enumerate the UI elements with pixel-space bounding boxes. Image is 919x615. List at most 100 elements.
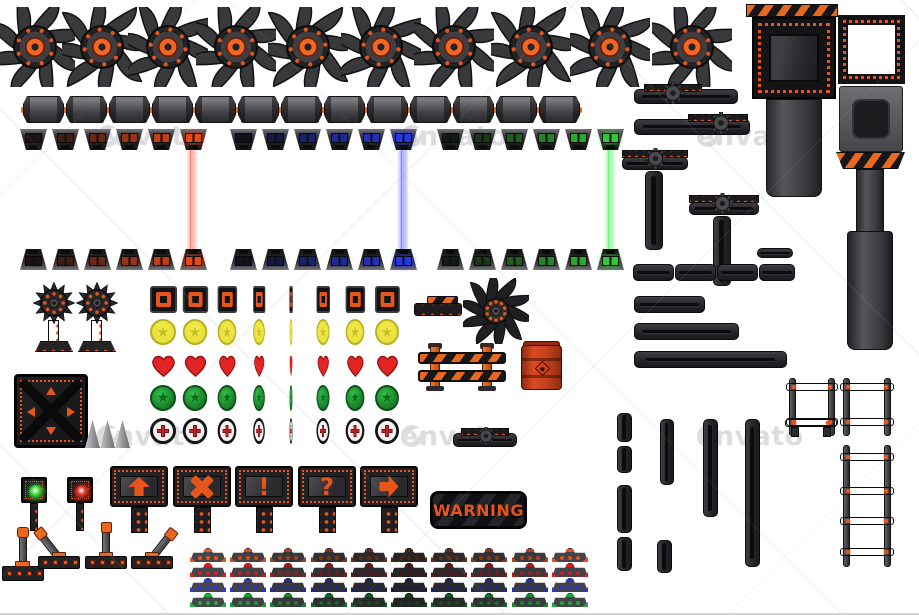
spike-strip-cap bbox=[204, 564, 212, 567]
beam-slot bbox=[651, 176, 656, 245]
spike-strip-dot bbox=[439, 556, 443, 560]
emitter-lip bbox=[239, 250, 248, 254]
spike-strip-cap bbox=[485, 549, 493, 552]
roller-body bbox=[152, 96, 193, 123]
laser-beam-core bbox=[402, 150, 405, 249]
t-beam-2-gear bbox=[712, 193, 733, 214]
ladder-tall bbox=[840, 445, 894, 567]
spike-strip-orange-frame-10 bbox=[552, 548, 588, 562]
roller-cap-left bbox=[540, 97, 546, 122]
spike-strip-cap bbox=[566, 594, 574, 597]
roller-cap-right bbox=[530, 97, 536, 122]
emitter-lip bbox=[93, 145, 102, 149]
black-saw-wheel bbox=[463, 278, 529, 344]
spike-strip-orange-frame-2 bbox=[230, 548, 266, 562]
emitter-lip bbox=[542, 145, 551, 149]
red-signal-post bbox=[76, 503, 84, 531]
spike-strip-dot bbox=[278, 601, 282, 605]
barricade bbox=[418, 343, 510, 391]
spike-strip-orange-frame-6 bbox=[391, 548, 427, 562]
laser-emitter-orange-frame-1 bbox=[20, 129, 47, 150]
spike-strip-dot bbox=[327, 556, 331, 560]
spike-strip-blue-frame-1 bbox=[190, 578, 226, 592]
spike-strip-red-frame-9 bbox=[512, 563, 548, 577]
star-orb: ★ bbox=[346, 385, 365, 411]
star-glyph: ★ bbox=[290, 391, 292, 405]
laser-beam-core bbox=[191, 150, 194, 249]
sign-board-cross bbox=[173, 466, 231, 507]
emitter-window bbox=[153, 256, 170, 266]
spike-strip-cap bbox=[405, 564, 413, 567]
star-glyph: ★ bbox=[350, 325, 360, 340]
star-coin-frame-4: ★ bbox=[253, 318, 266, 346]
flail-stand-1 bbox=[33, 282, 75, 352]
spike-strip-blue-frame-3 bbox=[270, 578, 306, 592]
spike-strip-orange-frame-1 bbox=[190, 548, 226, 562]
rivet-dot bbox=[90, 560, 95, 565]
spike-strip-green-frame-3 bbox=[270, 593, 306, 607]
spike-strip-cap bbox=[284, 564, 292, 567]
roller-cap-right bbox=[100, 97, 106, 122]
beam-vertical-2 bbox=[617, 446, 632, 473]
roller-platform-frame-2 bbox=[64, 96, 109, 123]
bench-leg-right bbox=[823, 427, 831, 437]
exclamation-glyph: ! bbox=[259, 475, 270, 499]
emitter-lip bbox=[125, 250, 134, 254]
roller-cap-right bbox=[315, 97, 321, 122]
sign-board-arrow-up bbox=[110, 466, 168, 507]
emitter-window bbox=[153, 133, 170, 143]
roller-body bbox=[496, 96, 537, 123]
spike-strip-dot bbox=[536, 586, 540, 590]
spike-strip-cap bbox=[566, 564, 574, 567]
roller-platform-frame-1 bbox=[21, 96, 66, 123]
rivet-dot bbox=[166, 560, 171, 565]
spike-strip-green-frame-6 bbox=[391, 593, 427, 607]
powerup-box bbox=[375, 286, 400, 313]
emitter-window bbox=[474, 133, 491, 143]
roller-cap-left bbox=[411, 97, 417, 122]
spike-strip-dot bbox=[495, 571, 499, 575]
health-pack-frame-4 bbox=[253, 417, 266, 445]
crusher-2-hazard-base bbox=[836, 152, 905, 169]
laser-emitter-orange-frame-5 bbox=[148, 129, 175, 150]
roller-cap-right bbox=[143, 97, 149, 122]
roller-platform-frame-7 bbox=[279, 96, 324, 123]
spike-strip-dot bbox=[198, 586, 202, 590]
spike-strip-dot bbox=[487, 586, 491, 590]
roller-cap-right bbox=[573, 97, 579, 122]
beam-slot bbox=[622, 415, 626, 439]
laser-emitter-orange-frame-3 bbox=[84, 129, 111, 150]
roller-cap-right bbox=[487, 97, 493, 122]
spike-strip-dot bbox=[359, 601, 363, 605]
powerup-box-frame-6 bbox=[316, 285, 330, 313]
star-coin: ★ bbox=[289, 319, 292, 345]
star-orb-frame-3: ★ bbox=[217, 384, 237, 412]
stone-spike-3 bbox=[115, 420, 130, 448]
spike-strip-orange-frame-9 bbox=[512, 548, 548, 562]
health-pack-frame-7 bbox=[345, 417, 365, 445]
spike-strip-dot bbox=[439, 571, 443, 575]
spike-strip-dot bbox=[246, 556, 250, 560]
spike-strip-dot bbox=[238, 601, 242, 605]
arrow-up-icon bbox=[46, 387, 56, 395]
bench-platform bbox=[785, 419, 837, 438]
spike-strip-dot bbox=[415, 601, 419, 605]
spike-strip-dot bbox=[198, 601, 202, 605]
rivet-dot bbox=[120, 560, 125, 565]
star-glyph: ★ bbox=[256, 391, 262, 405]
emitter-window bbox=[395, 256, 412, 266]
powerup-box-frame-5 bbox=[289, 285, 292, 313]
spike-strip-dot bbox=[214, 601, 218, 605]
flail-wheel bbox=[33, 282, 75, 324]
spike-strip-dot bbox=[520, 571, 524, 575]
emitter-window bbox=[121, 133, 138, 143]
powerup-box bbox=[150, 286, 177, 313]
emitter-lip bbox=[29, 250, 38, 254]
spike-strip-dot bbox=[407, 571, 411, 575]
emitter-window bbox=[185, 256, 202, 266]
star-glyph: ★ bbox=[222, 391, 231, 405]
spike-strip-dot bbox=[479, 556, 483, 560]
spike-strip-dot bbox=[254, 586, 258, 590]
t-beam-1-gear bbox=[645, 148, 666, 169]
beam-vertical-7 bbox=[703, 419, 718, 517]
